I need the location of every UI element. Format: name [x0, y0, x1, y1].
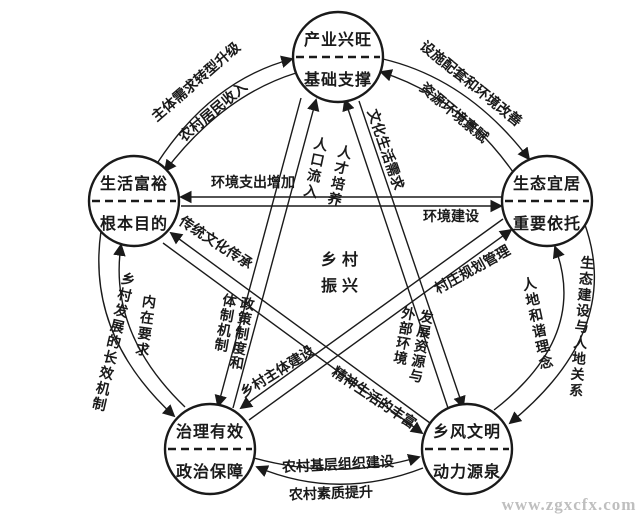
node-governance-subtitle: 政治保障 [175, 464, 245, 481]
watermark-text: www.zgxcfx.com [501, 495, 637, 514]
edge-culture-to-industry-line [342, 98, 449, 409]
edge-governance-to-culture-arc [253, 453, 421, 470]
node-eco-title: 生态宜居 [512, 176, 582, 193]
center-title-line2: 振兴 [320, 278, 364, 295]
edge-label-quality-improve: 农村素质提升 [288, 485, 374, 504]
edge-life-to-governance-arc [98, 230, 176, 418]
edge-life-to-culture-line [162, 242, 424, 435]
edge-culture-to-life-line [169, 231, 431, 424]
edge-eco-to-culture-arc [508, 221, 596, 425]
edge-culture-to-eco-arc [493, 245, 565, 411]
edge-eco-to-governance-line [239, 218, 504, 410]
edge-governance-to-life-arc [113, 243, 186, 408]
node-culture-title: 乡风文明 [432, 424, 502, 441]
node-industry-title: 产业兴旺 [303, 32, 373, 49]
edge-culture-to-governance-arc [255, 465, 424, 485]
edge-industry-to-governance-line [214, 97, 302, 408]
edge-governance-to-eco-line [248, 228, 513, 421]
node-industry-subtitle: 基础支撑 [303, 72, 373, 89]
edge-label-env-construction: 环境建设 [423, 210, 479, 225]
node-culture-subtitle: 动力源泉 [432, 464, 502, 481]
node-life-title: 生活富裕 [99, 176, 169, 193]
edge-industry-to-life-arc [163, 72, 297, 173]
edge-label-env-expenditure: 环境支出增加 [211, 176, 295, 191]
edge-eco-to-industry-arc [379, 69, 514, 173]
edge-industry-to-culture-line [358, 100, 466, 409]
node-governance-title: 治理有效 [175, 424, 245, 441]
edge-industry-to-eco-arc [382, 58, 531, 161]
edge-life-to-industry-arc [157, 55, 294, 163]
edge-governance-to-industry-line [232, 98, 320, 409]
node-life-subtitle: 根本目的 [99, 216, 169, 233]
center-title-line1: 乡村 [320, 252, 364, 269]
node-eco-subtitle: 重要依托 [512, 216, 582, 233]
